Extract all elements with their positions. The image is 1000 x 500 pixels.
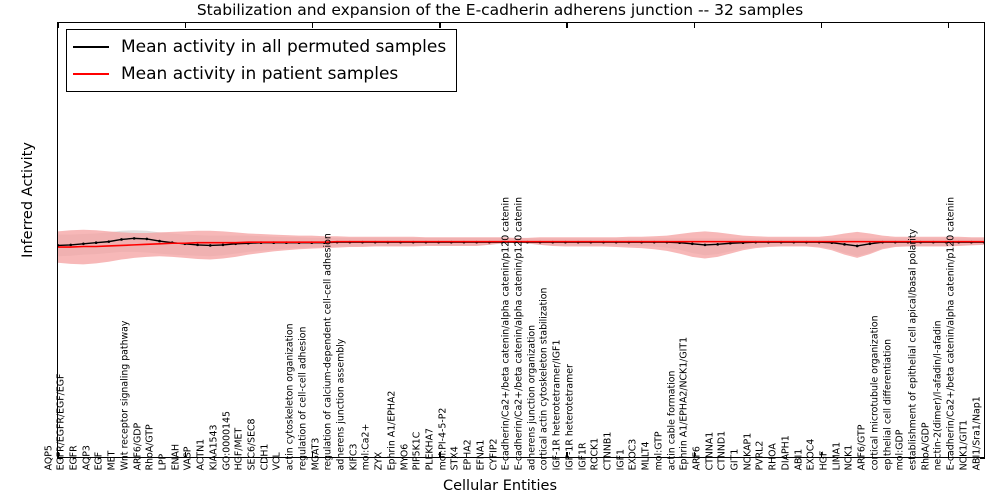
- x-tick-mark: [820, 452, 822, 457]
- y-tick-mark: [980, 458, 985, 460]
- legend-entry: Mean activity in patient samples: [73, 60, 446, 87]
- chart-legend: Mean activity in all permuted samples Me…: [66, 29, 458, 92]
- series-canvas: [58, 229, 984, 265]
- x-tick-mark: [820, 23, 822, 28]
- series-band: [58, 229, 984, 265]
- x-tick-mark: [58, 23, 60, 28]
- x-tick-mark: [312, 452, 314, 457]
- legend-label-permuted: Mean activity in all permuted samples: [121, 36, 447, 57]
- legend-label-patient: Mean activity in patient samples: [121, 63, 399, 84]
- chart-title: Stabilization and expansion of the E-cad…: [196, 1, 804, 19]
- legend-line-permuted: [73, 45, 109, 48]
- x-tick-mark: [693, 23, 695, 28]
- legend-entry: Mean activity in all permuted samples: [73, 33, 446, 60]
- x-tick-mark: [439, 23, 441, 28]
- x-tick-mark: [693, 452, 695, 457]
- plot-area: Mean activity in all permuted samples Me…: [57, 22, 985, 458]
- x-tick-mark: [185, 452, 187, 457]
- legend-line-patient: [73, 72, 109, 75]
- x-tick-mark: [439, 452, 441, 457]
- x-tick-mark: [566, 23, 568, 28]
- y-axis-label: Inferred Activity: [20, 142, 36, 258]
- x-tick-mark: [566, 452, 568, 457]
- y-tick-mark: [57, 458, 62, 460]
- x-tick-mark: [312, 23, 314, 28]
- x-tick-label: AQP5: [43, 444, 55, 470]
- x-tick-mark: [947, 452, 950, 457]
- x-tick-mark: [185, 23, 187, 28]
- x-tick-mark: [58, 452, 60, 457]
- series-line: [58, 240, 984, 248]
- x-tick-mark: [947, 23, 950, 28]
- x-axis-label: Cellular Entities: [442, 478, 558, 494]
